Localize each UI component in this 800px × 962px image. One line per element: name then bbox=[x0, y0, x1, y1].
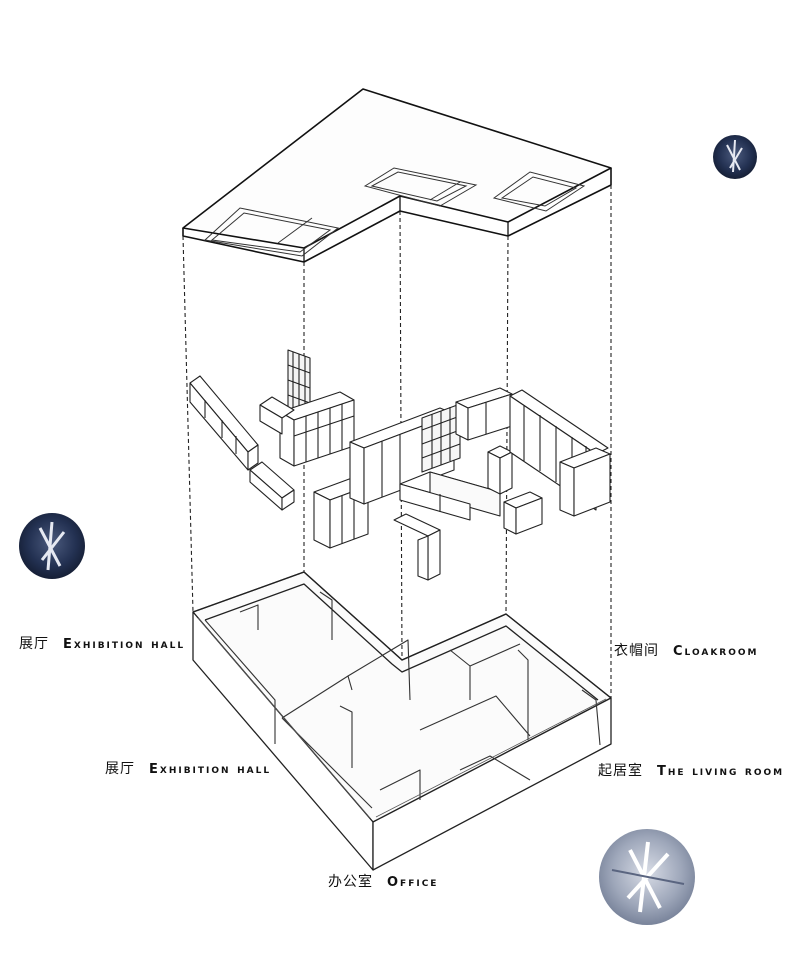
cabinet-center-lower bbox=[399, 471, 501, 521]
bookshelf-center bbox=[421, 403, 461, 473]
label-en: Exhibition hall bbox=[63, 637, 186, 652]
cabinet-small-left bbox=[259, 396, 295, 435]
label-zh: 衣帽间 bbox=[614, 643, 659, 659]
ceiling-recess-3 bbox=[492, 171, 586, 212]
label-zh: 展厅 bbox=[19, 636, 49, 652]
outer-wall-back bbox=[192, 571, 612, 699]
cabinet-left-long bbox=[189, 375, 259, 471]
ceiling-recess-2 bbox=[363, 167, 478, 207]
floor-plan-layer bbox=[192, 571, 612, 871]
column-unit bbox=[487, 445, 513, 495]
label-en: The living room bbox=[657, 764, 785, 779]
label-cloakroom: 衣帽间 Cloakroom bbox=[614, 642, 759, 661]
shelf-unit-center-left bbox=[279, 391, 355, 467]
outer-wall-front-right bbox=[372, 697, 612, 871]
label-exhibition-hall-upper: 展厅 Exhibition hall bbox=[19, 635, 185, 654]
label-living-room: 起居室 The living room bbox=[598, 762, 784, 781]
decorative-orb-left bbox=[19, 513, 85, 579]
cabinet-left-bench bbox=[249, 461, 295, 511]
ceiling-layer bbox=[182, 88, 612, 263]
label-en: Exhibition hall bbox=[149, 762, 272, 777]
label-zh: 展厅 bbox=[105, 761, 135, 777]
label-en: Office bbox=[387, 875, 439, 890]
furniture-layer bbox=[189, 349, 611, 581]
label-office: 办公室 Office bbox=[328, 873, 438, 892]
pedestal-low bbox=[393, 513, 441, 581]
decorative-orb-bottom-right bbox=[599, 829, 695, 925]
wardrobe-right-end bbox=[559, 447, 611, 517]
ceiling-recess-1 bbox=[203, 207, 340, 257]
cabinet-center-right bbox=[455, 387, 513, 441]
label-zh: 起居室 bbox=[598, 763, 643, 779]
decorative-orb-top-right bbox=[713, 135, 757, 179]
label-exhibition-hall-lower: 展厅 Exhibition hall bbox=[105, 760, 271, 779]
cabinet-small-right bbox=[503, 491, 543, 535]
label-en: Cloakroom bbox=[673, 644, 759, 659]
label-zh: 办公室 bbox=[328, 874, 373, 890]
